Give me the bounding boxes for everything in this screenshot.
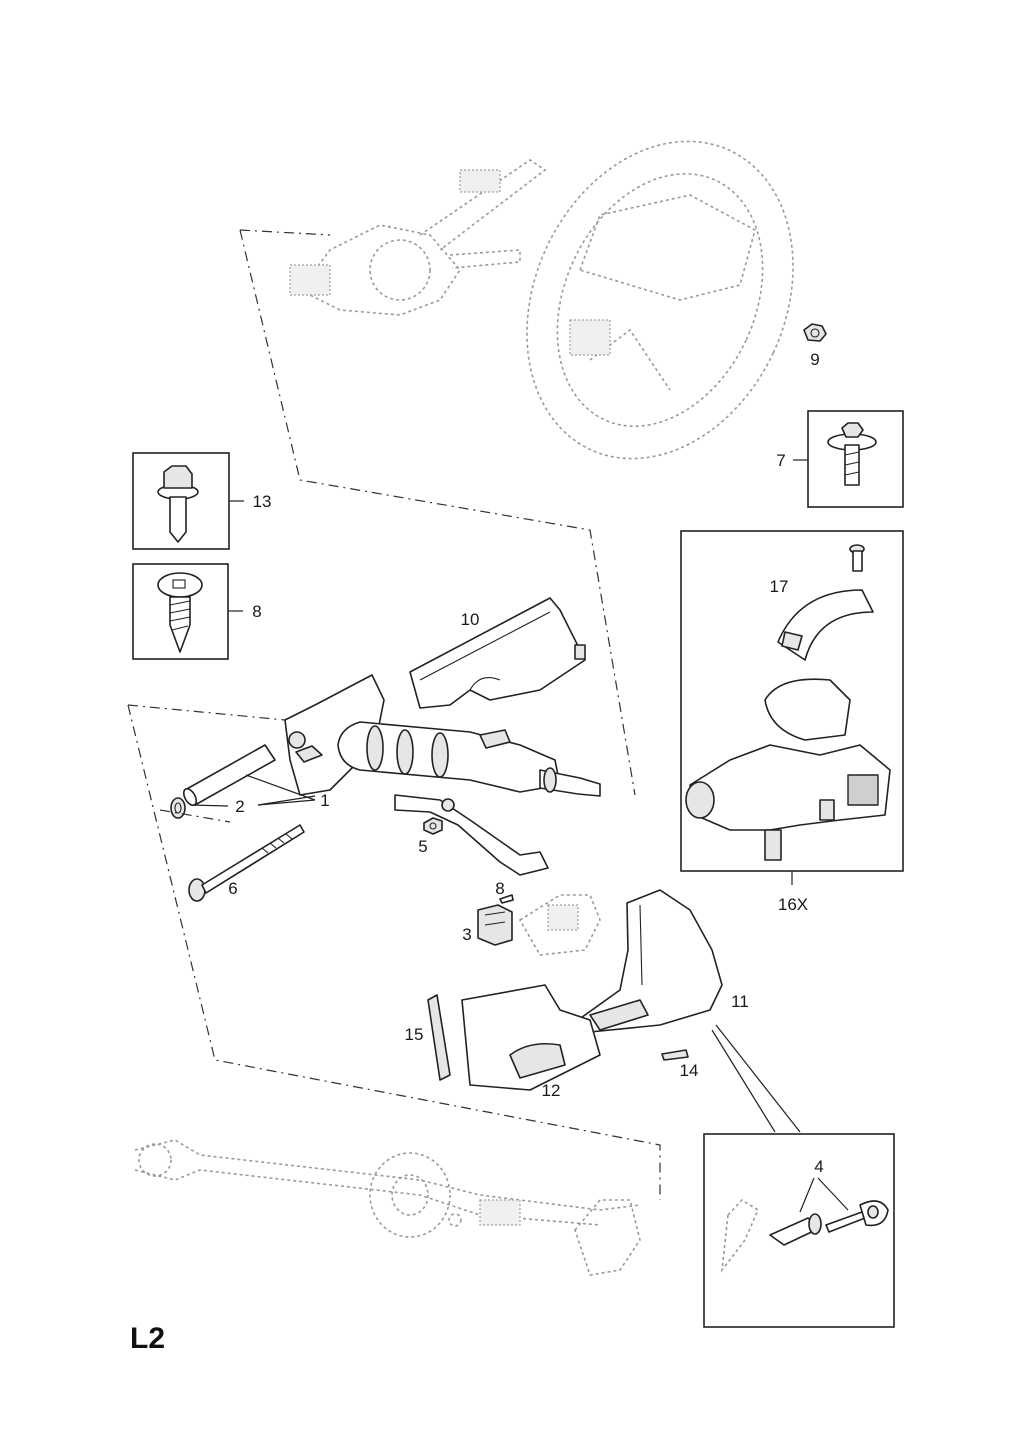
switch-module-ghost — [518, 894, 601, 956]
callout-16X: 16X — [778, 895, 808, 914]
callout-7: 7 — [776, 451, 785, 470]
callout-4: 4 — [814, 1157, 823, 1176]
intermediate-shaft-ghost — [134, 1139, 641, 1276]
callout-3: 3 — [462, 925, 471, 944]
upper-region-boundary — [239, 229, 636, 796]
callout-15: 15 — [405, 1025, 424, 1044]
callout-2: 2 — [235, 797, 244, 816]
callout-5: 5 — [418, 837, 427, 856]
steering-column-1 — [284, 674, 601, 876]
lower-shroud-11 — [577, 889, 723, 1033]
steering-wheel-ghost — [526, 140, 794, 460]
callout-11: 11 — [731, 992, 749, 1011]
multifunction-switch-ghost — [289, 159, 547, 316]
callout-13: 13 — [253, 492, 272, 511]
lower-region-boundary — [127, 704, 661, 1200]
callout-12: 12 — [542, 1081, 561, 1100]
flange-bolt-7 — [827, 422, 877, 486]
page-code: L2 — [130, 1322, 165, 1355]
long-bolt-6 — [188, 824, 305, 902]
part-4-box — [703, 1133, 895, 1328]
callout-8-box: 8 — [252, 602, 261, 621]
clip-14 — [661, 1049, 689, 1061]
screw-detail — [849, 544, 865, 572]
bolt-13 — [157, 465, 199, 543]
ignition-bracket-17 — [777, 589, 874, 661]
callout-9: 9 — [810, 350, 819, 369]
callout-6: 6 — [228, 879, 237, 898]
lower-trim-12 — [461, 984, 601, 1091]
lock-cylinder-4 — [720, 1198, 889, 1273]
part-7-box — [807, 410, 904, 508]
upper-shroud-10 — [409, 597, 586, 709]
callout-1: 1 — [320, 791, 329, 810]
callout-17: 17 — [770, 577, 789, 596]
screw-8-small — [499, 894, 514, 904]
spacer-2 — [170, 744, 276, 819]
trim-strip-15 — [427, 994, 451, 1081]
callout-10: 10 — [461, 610, 480, 629]
callout-8-small: 8 — [495, 879, 504, 898]
nut-5 — [423, 817, 443, 835]
bracket-3 — [477, 904, 513, 946]
ignition-lock-housing — [685, 678, 891, 861]
tapping-screw-8 — [157, 572, 203, 653]
callout-14: 14 — [680, 1061, 699, 1080]
nut-9 — [803, 323, 827, 342]
